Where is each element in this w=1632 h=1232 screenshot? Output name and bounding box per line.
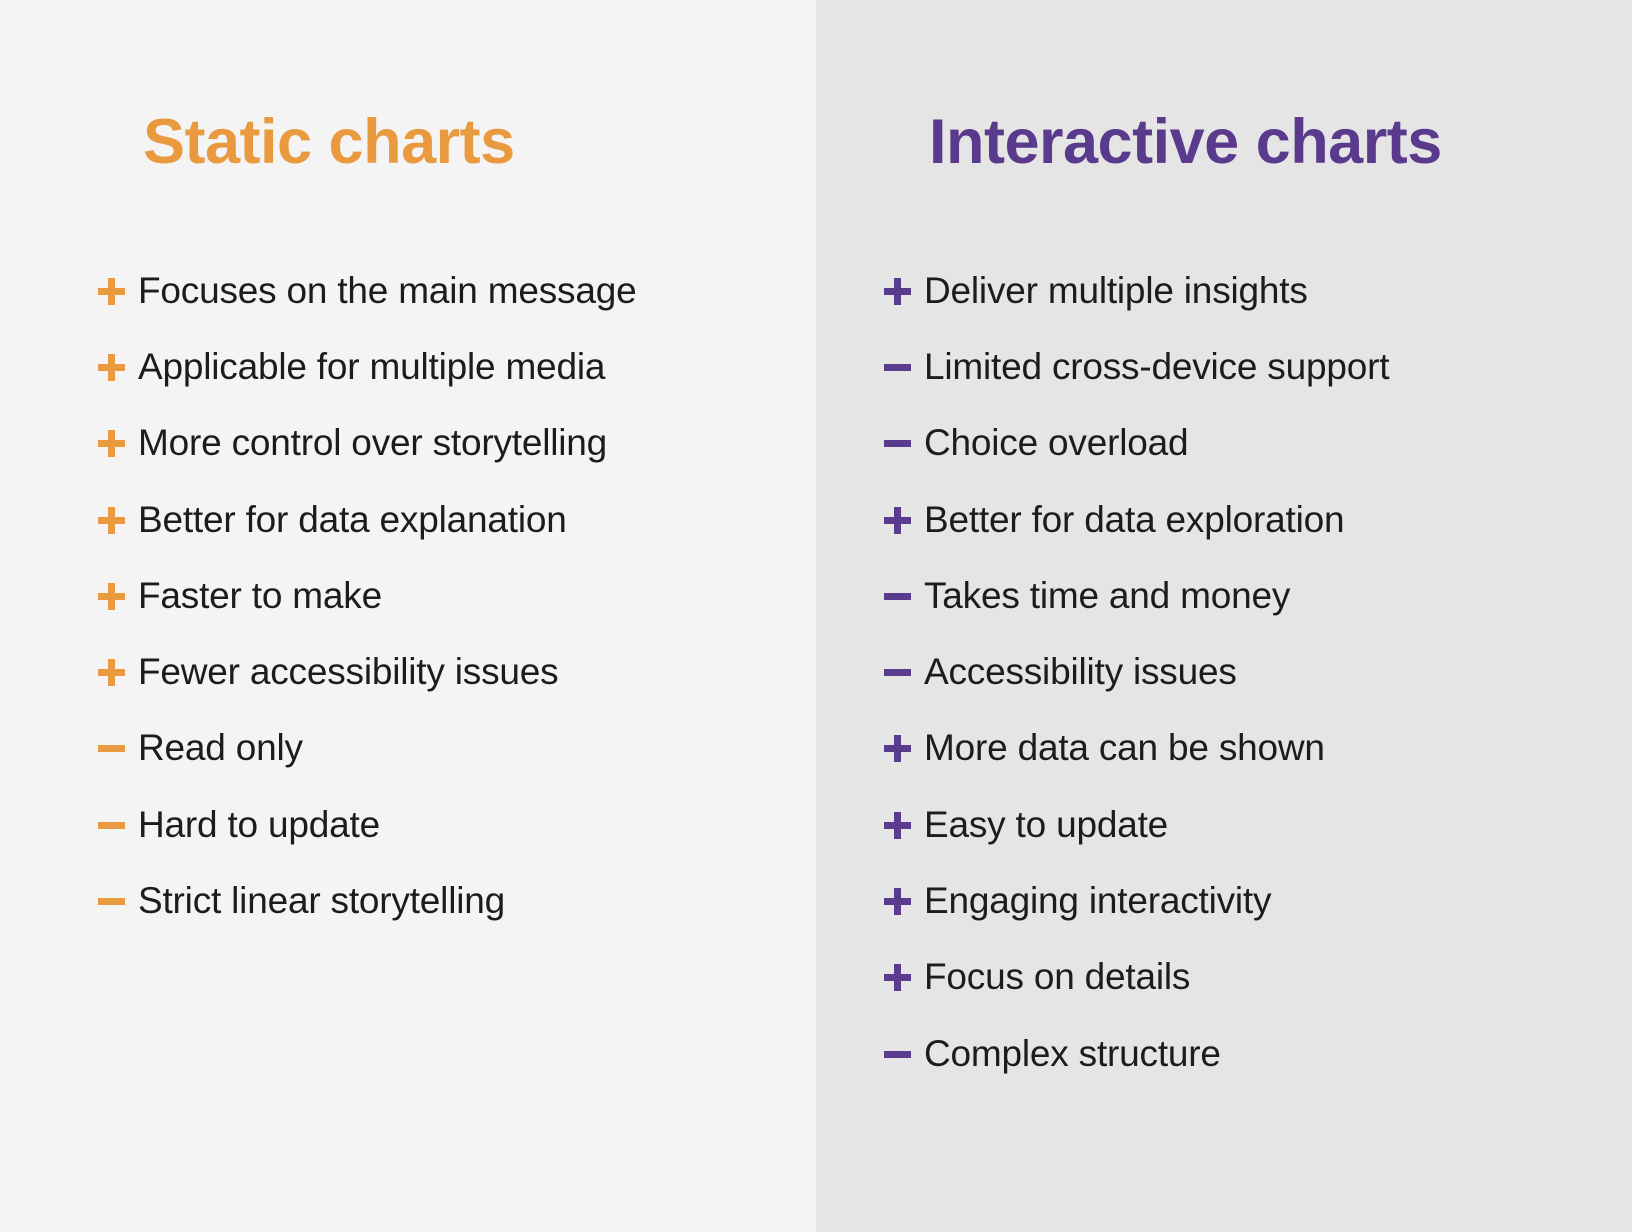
list-item-label: Better for data explanation xyxy=(138,498,567,540)
list-item-label: Limited cross-device support xyxy=(924,345,1390,387)
page-title-interactive-charts: Interactive charts xyxy=(929,107,1442,177)
list-item: Applicable for multiple media xyxy=(96,328,636,404)
list-item: Takes time and money xyxy=(882,557,1389,633)
list-item: Strict linear storytelling xyxy=(96,862,636,938)
list-item-label: More data can be shown xyxy=(924,727,1325,769)
plus-icon xyxy=(96,345,138,387)
list-item-label: Focus on details xyxy=(924,956,1191,998)
list-item: Deliver multiple insights xyxy=(882,252,1389,328)
page-title-static-charts: Static charts xyxy=(143,107,515,177)
list-item-label: Complex structure xyxy=(924,1032,1221,1074)
list-item: Complex structure xyxy=(882,1015,1389,1091)
plus-icon xyxy=(96,651,138,693)
list-item: Better for data explanation xyxy=(96,481,636,557)
minus-icon xyxy=(882,1032,924,1074)
plus-icon xyxy=(882,803,924,845)
list-item: Better for data exploration xyxy=(882,481,1389,557)
plus-icon xyxy=(882,956,924,998)
plus-icon xyxy=(96,498,138,540)
list-item: More control over storytelling xyxy=(96,405,636,481)
plus-icon xyxy=(882,498,924,540)
plus-icon xyxy=(882,880,924,922)
list-item: Choice overload xyxy=(882,405,1389,481)
list-item: Limited cross-device support xyxy=(882,328,1390,404)
minus-icon xyxy=(882,345,924,387)
list-item: More data can be shown xyxy=(882,710,1389,786)
plus-icon xyxy=(882,269,924,311)
list-item: Engaging interactivity xyxy=(882,862,1389,938)
minus-icon xyxy=(96,803,138,845)
list-item: Fewer accessibility issues xyxy=(96,633,636,709)
list-item-label: More control over storytelling xyxy=(138,422,608,464)
plus-icon xyxy=(96,269,138,311)
list-item-label: Accessibility issues xyxy=(924,651,1237,693)
minus-icon xyxy=(882,574,924,616)
list-item-label: Choice overload xyxy=(924,422,1189,464)
list-item-label: Deliver multiple insights xyxy=(924,269,1308,311)
list-item-label: Applicable for multiple media xyxy=(138,345,606,387)
list-item-label: Engaging interactivity xyxy=(924,880,1272,922)
list-item-label: Easy to update xyxy=(924,803,1169,845)
list-item: Hard to update xyxy=(96,786,636,862)
list-item: Easy to update xyxy=(882,786,1389,862)
list-item-label: Hard to update xyxy=(138,803,380,845)
list-item-label: Strict linear storytelling xyxy=(138,880,505,922)
list-item: Focuses on the main message xyxy=(96,252,637,328)
list-item: Read only xyxy=(96,710,636,786)
minus-icon xyxy=(882,422,924,464)
minus-icon xyxy=(96,727,138,769)
list-item-label: Takes time and money xyxy=(924,574,1291,616)
plus-icon xyxy=(882,727,924,769)
plus-icon xyxy=(96,422,138,464)
plus-icon xyxy=(96,574,138,616)
list-item: Faster to make xyxy=(96,557,636,633)
list-item-label: Fewer accessibility issues xyxy=(138,651,559,693)
minus-icon xyxy=(882,651,924,693)
panel-interactive-charts: Interactive charts Deliver multiple insi… xyxy=(816,0,1632,1232)
list-item-label: Better for data exploration xyxy=(924,498,1345,540)
panel-static-charts: Static charts Focuses on the main messag… xyxy=(96,107,637,939)
list-item-label: Read only xyxy=(138,727,303,769)
list-item-label: Faster to make xyxy=(138,574,382,616)
list-item: Focus on details xyxy=(882,939,1389,1015)
minus-icon xyxy=(96,880,138,922)
list-item-label: Focuses on the main message xyxy=(138,269,637,311)
list-item: Accessibility issues xyxy=(882,633,1389,709)
